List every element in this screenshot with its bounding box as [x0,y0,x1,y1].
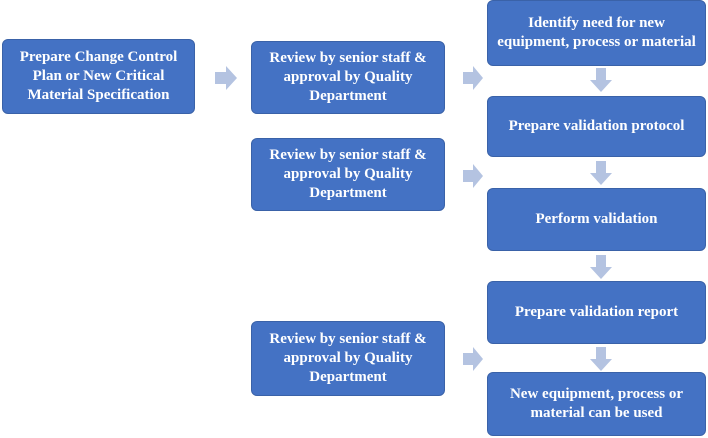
prepare-validation-protocol-box: Prepare validation protocol [487,96,706,157]
can-be-used-box: New equipment, process or material can b… [487,372,706,436]
review-approval-label-2: Review by senior staff & approval by Qua… [269,147,427,201]
perform-validation-box: Perform validation [487,188,706,251]
arrow-down-icon [590,347,612,371]
review-approval-box-1: Review by senior staff & approval by Qua… [251,41,445,114]
prepare-change-control-plan-label: Prepare Change Control Plan or New Criti… [19,49,178,103]
review-approval-box-2: Review by senior staff & approval by Qua… [251,138,445,211]
perform-validation-label: Perform validation [535,211,658,227]
can-be-used-label: New equipment, process or material can b… [509,386,684,421]
arrow-right-icon [215,66,237,90]
arrow-down-icon [590,68,612,92]
arrow-right-icon [463,66,483,90]
review-approval-box-3: Review by senior staff & approval by Qua… [251,321,445,396]
arrow-right-icon [463,164,483,188]
arrow-right-icon [463,347,483,371]
arrow-down-icon [590,255,612,279]
identify-need-label: Identify need for new equipment, process… [497,15,696,50]
arrow-down-icon [590,161,612,185]
identify-need-box: Identify need for new equipment, process… [487,0,706,66]
prepare-validation-report-label: Prepare validation report [514,304,679,320]
prepare-change-control-plan-box: Prepare Change Control Plan or New Criti… [2,39,195,114]
prepare-validation-report-box: Prepare validation report [487,281,706,344]
prepare-validation-protocol-label: Prepare validation protocol [508,118,685,134]
review-approval-label-1: Review by senior staff & approval by Qua… [269,50,427,104]
review-approval-label-3: Review by senior staff & approval by Qua… [269,331,427,385]
